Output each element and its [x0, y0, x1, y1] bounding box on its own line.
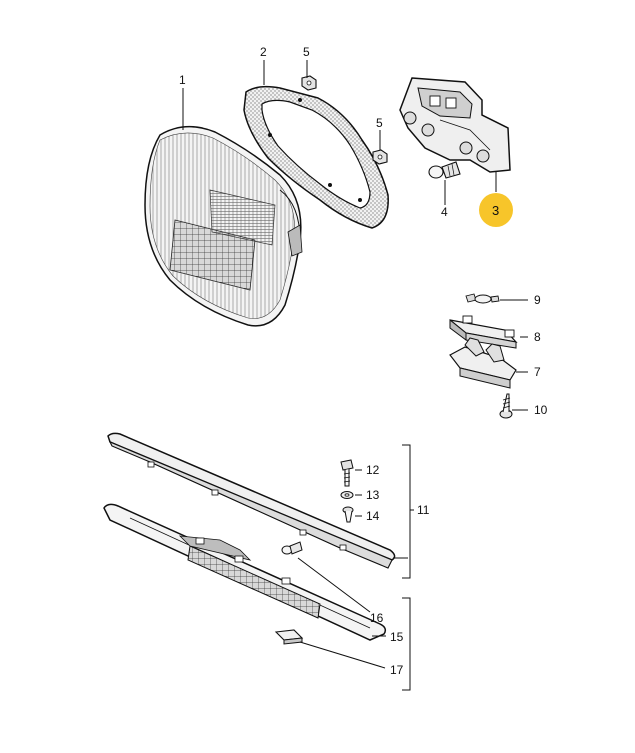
- callout-14[interactable]: 14: [366, 509, 380, 523]
- brake-light-bulb[interactable]: [281, 541, 303, 555]
- lamp-gasket[interactable]: [243, 85, 389, 229]
- callout-8[interactable]: 8: [534, 330, 541, 344]
- trim-screw[interactable]: [342, 506, 354, 523]
- brake-light-assembly[interactable]: [103, 503, 387, 641]
- callout-11[interactable]: 11: [417, 503, 430, 517]
- leader-lines: [182, 60, 528, 691]
- callout-12[interactable]: 12: [366, 463, 380, 477]
- callout-2[interactable]: 2: [260, 45, 267, 59]
- callout-17[interactable]: 17: [390, 663, 404, 677]
- callout-9[interactable]: 9: [534, 293, 541, 307]
- callout-3[interactable]: 3: [492, 203, 499, 218]
- brake-light-cover[interactable]: [107, 432, 396, 569]
- callout-13[interactable]: 13: [366, 488, 380, 502]
- license-lamp-housing[interactable]: [449, 337, 517, 389]
- tail-lamp-lens[interactable]: [144, 126, 303, 327]
- bolt[interactable]: [340, 459, 354, 487]
- nut-lower[interactable]: [372, 149, 388, 165]
- nut-upper[interactable]: [301, 75, 317, 91]
- bulb-holder[interactable]: [399, 77, 511, 173]
- callout-1[interactable]: 1: [179, 73, 186, 87]
- screw[interactable]: [499, 393, 513, 419]
- callout-16[interactable]: 16: [370, 611, 384, 625]
- license-lamp-lens[interactable]: [449, 315, 518, 349]
- callout-3-highlight[interactable]: [479, 193, 513, 227]
- callout-5-lower[interactable]: 5: [376, 116, 383, 130]
- callout-7[interactable]: 7: [534, 365, 541, 379]
- callout-15[interactable]: 15: [390, 630, 404, 644]
- festoon-bulb[interactable]: [465, 293, 500, 304]
- callout-4[interactable]: 4: [441, 205, 448, 219]
- callout-5-upper[interactable]: 5: [303, 45, 310, 59]
- washer[interactable]: [340, 491, 354, 499]
- bulb[interactable]: [428, 161, 461, 179]
- callout-10[interactable]: 10: [534, 403, 548, 417]
- mounting-clip[interactable]: [274, 629, 304, 645]
